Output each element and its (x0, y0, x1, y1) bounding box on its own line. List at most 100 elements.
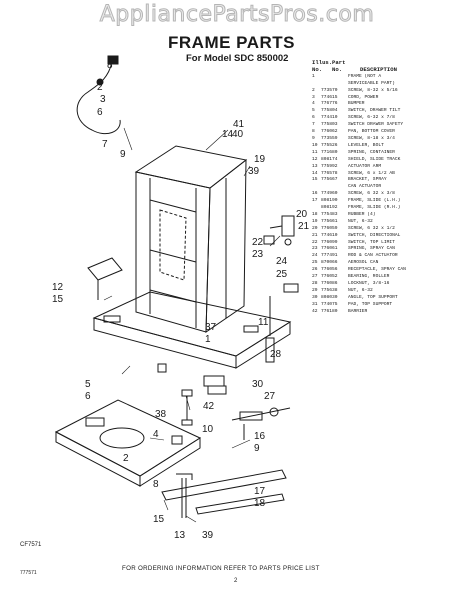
page-number: 2 (234, 578, 238, 584)
legend-part-no: 774610 (321, 232, 338, 238)
legend-row: CAN ACTUATOR (312, 184, 470, 191)
callout-27: 27 (264, 391, 276, 402)
legend-description: RUBBER (4) (348, 211, 376, 217)
legend-illus-no: 1 (312, 73, 315, 79)
legend-row: 1 FRAME (NOT A (312, 74, 470, 81)
legend-description: BUMPER (348, 101, 365, 107)
legend-part-no: 776056 (321, 267, 338, 273)
legend-description: CAN ACTUATOR (348, 184, 382, 190)
legend-description: LEVELER, BOLT (348, 142, 384, 148)
legend-part-no: 776180 (321, 308, 338, 314)
callout-17: 17 (254, 486, 266, 497)
legend-description: BARRIER (348, 308, 368, 314)
legend-description: AEROSOL CAN (348, 260, 379, 266)
bottom-cover-pan-drawing (54, 399, 202, 487)
legend-description: SHIELD, SLIDE TRACK (348, 156, 401, 162)
callout-42: 42 (203, 401, 215, 412)
top-support-drawing (231, 407, 291, 440)
legend-col-no2: No. (332, 65, 343, 73)
legend-part-no: 776052 (321, 274, 338, 280)
legend-illus-no: 3 (312, 94, 315, 100)
model-subtitle: For Model SDC 850002 (186, 53, 289, 64)
legend-part-no: 776062 (321, 129, 338, 135)
legend-col-no: No. (312, 65, 323, 73)
callout-2: 2 (97, 82, 103, 93)
legend-description: FRAME, SLIDE (L.H.) (348, 198, 401, 204)
legend-part-no: 773559 (321, 135, 338, 141)
legend-illus-no: 24 (312, 253, 318, 259)
callout-41: 41 (233, 119, 245, 130)
legend-part-no: 870066 (321, 260, 338, 266)
callout-38: 38 (155, 409, 167, 420)
callout-13: 13 (174, 530, 186, 541)
callout-18: 18 (254, 498, 266, 509)
legend-illus-no: 18 (312, 211, 318, 217)
legend-illus-no: 9 (312, 135, 315, 141)
legend-description: SCREW, 6-32 x 7/8 (348, 115, 395, 121)
legend-illus-no: 25 (312, 260, 318, 266)
callout-30: 30 (252, 379, 264, 390)
legend-description: NUT, 6-32 (348, 218, 373, 224)
legend-illus-no (312, 205, 321, 212)
legend-part-no: 775804 (321, 108, 338, 114)
legend-part-no (321, 81, 348, 88)
callout-16: 16 (254, 431, 266, 442)
legend-part-no: 808190 (321, 198, 338, 204)
legend-part-no: 774960 (321, 191, 338, 197)
legend-part-no: 775992 (321, 163, 338, 169)
callout-1: 1 (205, 334, 211, 345)
legend-part-no: 808174 (321, 156, 338, 162)
callout-25: 25 (276, 269, 288, 280)
legend-part-no: 775661 (321, 218, 338, 224)
callout-9: 9 (120, 149, 126, 160)
callout-40: 40 (232, 129, 244, 140)
legend-col-desc: DESCRIPTION (360, 66, 397, 73)
switch-assembly-drawing (263, 215, 299, 293)
legend-illus-no: 16 (312, 191, 318, 197)
legend-row: 5 775804 SWITCH, DRAWER TILT (312, 108, 470, 115)
legend-illus-no: 30 (312, 294, 318, 300)
callout-5: 5 (85, 379, 91, 390)
legend-description: SCREW, 8-32 x 5/16 (348, 87, 398, 93)
legend-part-no: 775526 (321, 142, 338, 148)
legend-row: SERVICEABLE PART) (312, 81, 470, 88)
callout-8b: 8 (153, 479, 159, 490)
legend-description: SWITCH, DRAWER TILT (348, 108, 401, 114)
slide-frame-drawing (161, 469, 287, 518)
legend-illus-no: 31 (312, 301, 318, 307)
legend-illus-no: 5 (312, 108, 315, 114)
legend-illus-no: 10 (312, 142, 318, 148)
legend-description: PAN, BOTTOM COVER (348, 129, 395, 135)
legend-part-no: 777491 (321, 253, 338, 259)
callout-6: 6 (97, 107, 103, 118)
callout-7: 7 (102, 139, 108, 150)
legend-description: SCREW, 6 32 x 3/8 (348, 191, 395, 197)
legend-part-no: 776776 (321, 101, 338, 107)
bumper-drawing (171, 435, 183, 445)
legend-description: SERVICEABLE PART) (348, 80, 395, 86)
legend-illus-no: 11 (312, 149, 318, 155)
callout-22: 22 (252, 237, 264, 248)
legend-description: FRAME (NOT A (348, 73, 382, 79)
legend-part-no (321, 74, 348, 81)
legend-description: SCREW, 6 32 x 1/2 (348, 225, 395, 231)
legend-description: LOCKNUT, 3/8-16 (348, 281, 390, 286)
